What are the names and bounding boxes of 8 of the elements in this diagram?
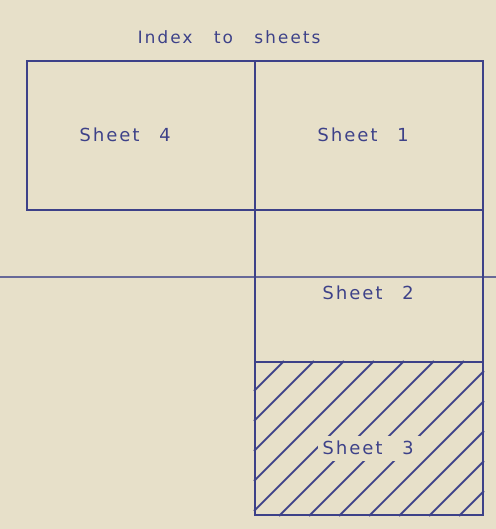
- sheet-label: Sheet 2: [321, 282, 417, 306]
- sheet-box: [26, 60, 256, 211]
- sheet-label: Sheet 3: [318, 436, 420, 461]
- title: Index to sheets: [136, 28, 324, 48]
- sheet-box: [254, 60, 484, 211]
- sheet-label: Sheet 1: [316, 124, 412, 148]
- sheet-label: Sheet 4: [78, 124, 174, 148]
- sheet-box: [254, 209, 484, 363]
